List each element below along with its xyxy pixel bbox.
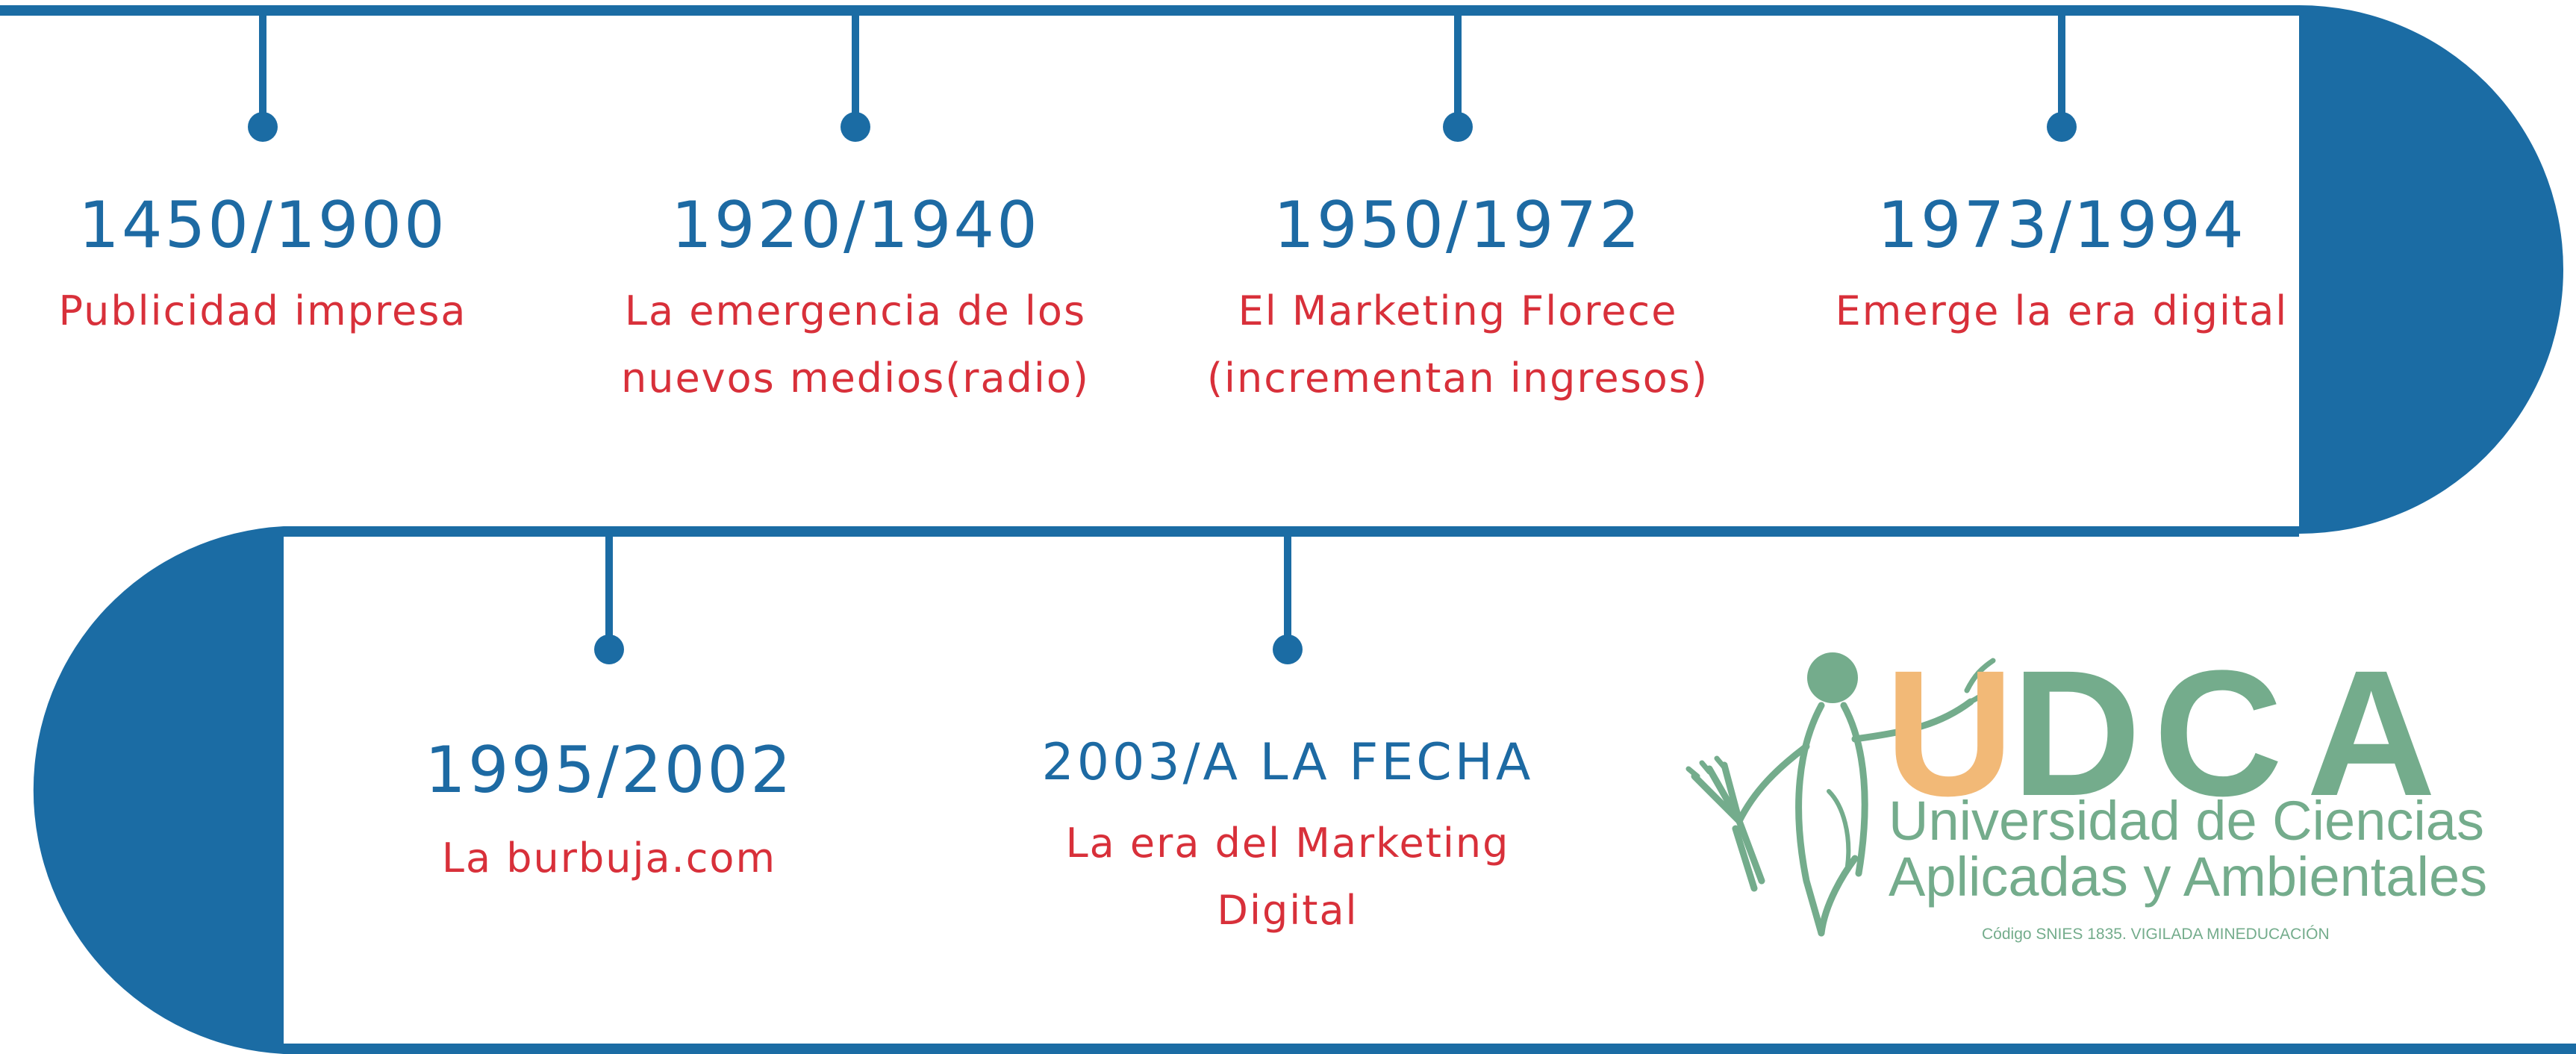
logo-tagline: Código SNIES 1835. VIGILADA MINEDUCACIÓN [1982, 926, 2330, 943]
event-3-description: El Marketing Florece (incrementan ingres… [1206, 287, 1709, 402]
marker-5 [594, 531, 624, 664]
track-curve-right [2299, 5, 2563, 534]
logo-letter-a: A [2307, 633, 2436, 833]
track-curve-left [33, 526, 284, 1054]
figure-with-wheat-icon [1685, 652, 2003, 937]
marker-3 [1443, 10, 1473, 142]
event-1-description: Publicidad impresa [58, 287, 467, 334]
event-5-description: La burbuja.com [441, 835, 777, 882]
logo-letter-d: D [2012, 633, 2142, 833]
logo-letter-c: C [2154, 633, 2283, 833]
marker-1 [248, 10, 278, 142]
event-2-description: La emergencia de los nuevos medios(radio… [621, 287, 1090, 402]
event-3-year: 1950/1972 [1273, 188, 1642, 263]
logo-name-line1: Universidad de Ciencias [1889, 790, 2484, 852]
logo-name-line2: Aplicadas y Ambientales [1889, 846, 2488, 908]
marker-4 [2047, 10, 2077, 142]
event-5-year: 1995/2002 [425, 733, 793, 808]
logo-letter-u: U [1885, 633, 2015, 833]
marker-6 [1273, 531, 1303, 664]
event-1-year: 1450/1900 [78, 188, 447, 263]
event-4-description: Emerge la era digital [1835, 287, 2289, 334]
marker-2 [841, 10, 870, 142]
event-6-year: 2003/A LA FECHA [1041, 733, 1534, 792]
event-2-year: 1920/1940 [671, 188, 1040, 263]
event-6-description: La era del Marketing Digital [1065, 820, 1510, 934]
event-4-year: 1973/1994 [1877, 188, 2246, 263]
